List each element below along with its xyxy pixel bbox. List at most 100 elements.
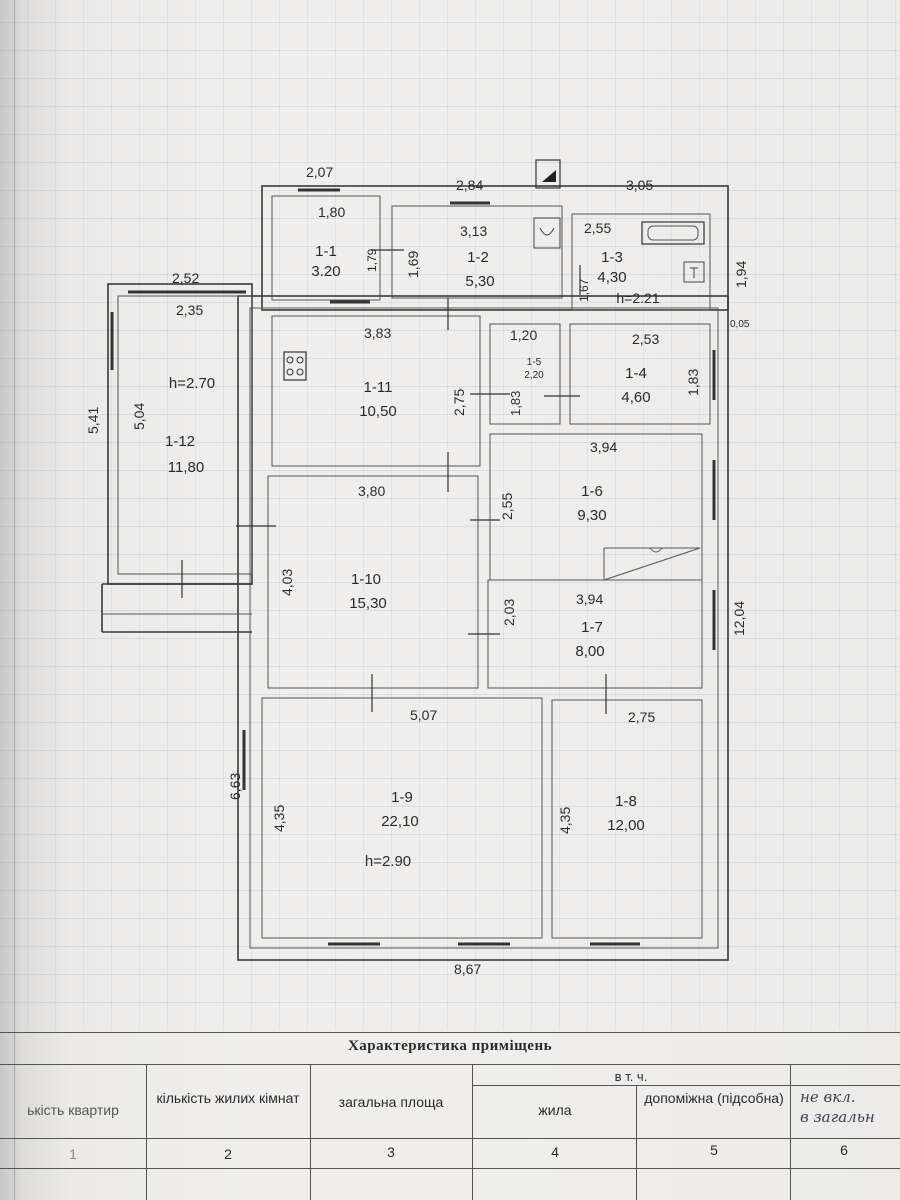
room-id: 1-1 bbox=[315, 243, 337, 260]
room-id: 1-7 bbox=[581, 619, 603, 636]
room-id: 1-5 bbox=[527, 357, 542, 368]
dim-text: 2,84 bbox=[456, 177, 483, 193]
main-inner-wall bbox=[249, 307, 719, 949]
paper-grid bbox=[0, 0, 900, 1030]
dim-text: 1,83 bbox=[508, 391, 523, 416]
sink-icon bbox=[533, 217, 561, 249]
header-living: жила bbox=[538, 1102, 572, 1118]
room-id: 1-9 bbox=[391, 789, 413, 806]
stove-icon bbox=[283, 351, 307, 381]
room-id: 1-10 bbox=[351, 571, 381, 588]
header-total-area: загальна площа bbox=[338, 1094, 444, 1110]
dim-text: 2,75 bbox=[451, 389, 467, 416]
dim-text: 3,94 bbox=[590, 439, 617, 455]
room-area: 12,00 bbox=[607, 817, 645, 834]
dim-text: 3,83 bbox=[364, 325, 391, 341]
dim-text: 3,80 bbox=[358, 483, 385, 499]
binding-edge bbox=[14, 0, 15, 1200]
room-area: 4,30 bbox=[597, 269, 626, 286]
room-1-1-wall bbox=[271, 195, 381, 301]
room-id: 1-8 bbox=[615, 793, 637, 810]
dimensions: 2,07 2,84 3,05 1,80 1,79 3,13 1,69 2,55 … bbox=[85, 164, 750, 977]
room-id: 1-11 bbox=[364, 379, 393, 396]
room-area: 10,50 bbox=[359, 403, 397, 420]
dim-text: 2,52 bbox=[172, 270, 199, 286]
toilet-icon bbox=[683, 261, 705, 283]
room-id: 1-2 bbox=[467, 249, 489, 266]
room-area: 5,30 bbox=[465, 273, 494, 290]
room-id: 1-6 bbox=[581, 483, 603, 500]
dim-text: 3,05 bbox=[626, 177, 653, 193]
room-area: 22,10 bbox=[381, 813, 419, 830]
bathtub-icon bbox=[647, 225, 699, 241]
column-number: 2 bbox=[224, 1146, 232, 1162]
bathtub-icon bbox=[641, 221, 705, 245]
room-1-9-wall bbox=[261, 697, 543, 939]
room-height: h=2.21 bbox=[616, 290, 659, 306]
stove-icon bbox=[296, 356, 304, 364]
dim-text: 2,53 bbox=[632, 331, 659, 347]
main-outer-wall bbox=[237, 295, 729, 961]
dim-text: 8,67 bbox=[454, 961, 481, 977]
fixtures bbox=[283, 159, 705, 381]
room-1-11-wall bbox=[271, 315, 481, 467]
room-area: 4,60 bbox=[621, 389, 650, 406]
dim-text: 1,69 bbox=[405, 251, 421, 278]
dim-text: 12,04 bbox=[731, 601, 747, 636]
chimney-icon bbox=[542, 170, 556, 182]
room-area: 3.20 bbox=[311, 263, 340, 280]
room-1-2-wall bbox=[391, 205, 563, 299]
stove-icon bbox=[286, 368, 294, 376]
room-id: 1-4 bbox=[625, 365, 647, 382]
header-auxiliary: допоміжна (підсобна) bbox=[644, 1090, 784, 1106]
dim-text: 2,35 bbox=[176, 302, 203, 318]
header-apartments: ькість квартир bbox=[27, 1102, 119, 1118]
room-1-12-inner-wall bbox=[117, 295, 253, 575]
dim-text: 1,79 bbox=[365, 248, 379, 272]
dim-text: 2,55 bbox=[584, 220, 611, 236]
dim-text: 1,67 bbox=[577, 278, 591, 302]
door-ticks bbox=[181, 249, 607, 714]
annex-outer-wall bbox=[261, 185, 729, 311]
dim-text: 5,41 bbox=[85, 407, 101, 434]
dim-text: 1,80 bbox=[318, 204, 345, 220]
stove-icon bbox=[286, 356, 294, 364]
column-number: 3 bbox=[387, 1144, 395, 1160]
dim-text: 0,05 bbox=[730, 319, 750, 330]
column-number: 5 bbox=[710, 1142, 718, 1158]
room-area: 15,30 bbox=[349, 595, 387, 612]
toilet-icon bbox=[690, 267, 698, 278]
dim-text: 5,07 bbox=[410, 707, 437, 723]
sink-icon bbox=[539, 227, 555, 236]
walls bbox=[101, 185, 729, 961]
room-labels: 1-1 3.20 1-2 5,30 1-3 4,30 h=2.21 1-4 4,… bbox=[165, 243, 660, 870]
dim-text: 3,94 bbox=[576, 591, 603, 607]
room-1-5-wall bbox=[489, 323, 561, 425]
room-height: h=2.70 bbox=[169, 375, 215, 392]
handwritten-note: в загальн bbox=[800, 1108, 875, 1126]
dim-text: 2,75 bbox=[628, 709, 655, 725]
header-including: в т. ч. bbox=[614, 1069, 648, 1084]
column-number: 1 bbox=[69, 1146, 77, 1162]
dim-text: 1,83 bbox=[685, 369, 701, 396]
header-living-rooms: кількість жилих кімнат bbox=[156, 1090, 300, 1106]
dim-text: 6,63 bbox=[227, 773, 243, 800]
room-height: h=2.90 bbox=[365, 853, 411, 870]
column-number: 6 bbox=[840, 1142, 848, 1158]
characteristics-table: Характеристика приміщень ькість квартир … bbox=[0, 1030, 900, 1200]
dim-text: 4,35 bbox=[271, 805, 287, 832]
room-1-3-wall bbox=[571, 213, 711, 311]
stove-icon bbox=[296, 368, 304, 376]
windows bbox=[110, 188, 716, 946]
room-area: 11,80 bbox=[168, 459, 204, 476]
dim-text: 2,03 bbox=[501, 599, 517, 626]
room-id: 1-12 bbox=[165, 433, 195, 450]
room-area: 2,20 bbox=[524, 370, 544, 381]
room-1-8-wall bbox=[551, 699, 703, 939]
room-1-4-wall bbox=[569, 323, 711, 425]
chimney-icon bbox=[535, 159, 561, 189]
room-area: 8,00 bbox=[575, 643, 604, 660]
floor-plan: 2,07 2,84 3,05 1,80 1,79 3,13 1,69 2,55 … bbox=[85, 159, 750, 977]
table-title: Характеристика приміщень bbox=[347, 1038, 553, 1054]
dim-text: 2,07 bbox=[306, 164, 333, 180]
